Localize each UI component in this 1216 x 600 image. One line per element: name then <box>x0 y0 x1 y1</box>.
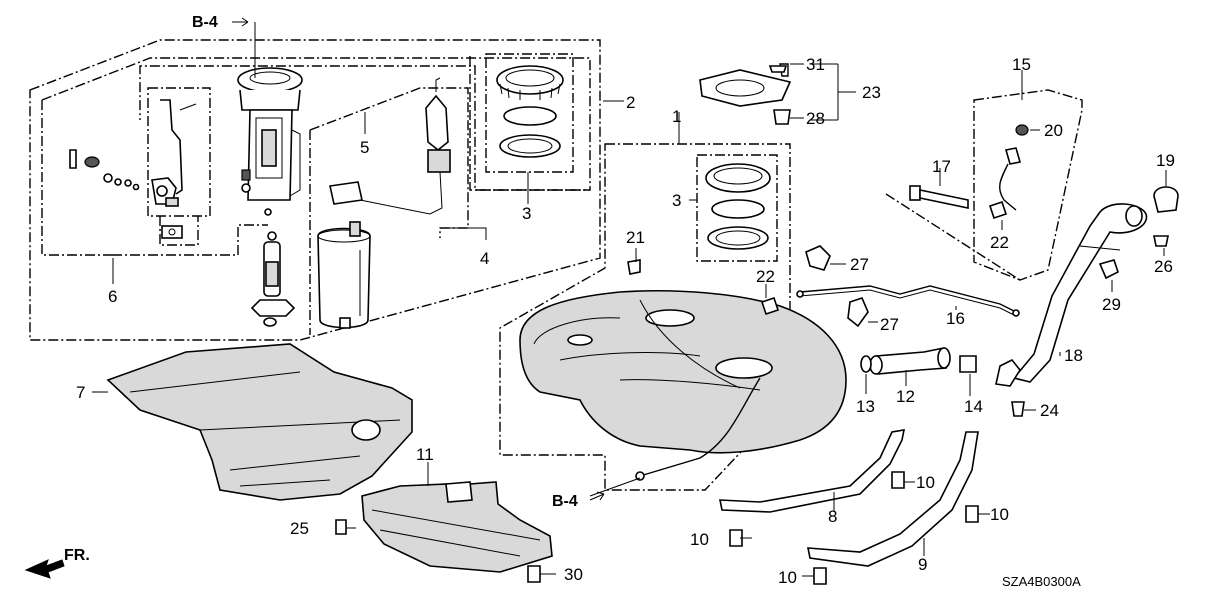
callout-12: 12 <box>896 387 915 406</box>
section-ref-arrow-bottom <box>589 491 605 501</box>
fr-label: FR. <box>64 547 90 564</box>
callout-11: 11 <box>416 445 434 464</box>
callout-31: 31 <box>806 55 825 74</box>
callout-30: 30 <box>564 565 583 584</box>
section-ref-b4-bottom: B-4 <box>552 493 578 510</box>
callout-4: 4 <box>480 249 489 268</box>
callout-27-b: 27 <box>880 315 899 334</box>
diagram-reference-code: SZA4B0300A <box>1002 574 1081 589</box>
callout-27-a: 27 <box>850 255 869 274</box>
tank-straps-group <box>719 429 979 567</box>
callout-13: 13 <box>856 397 875 416</box>
callout-21: 21 <box>626 228 645 247</box>
callout-8: 8 <box>828 507 837 526</box>
callout-26: 26 <box>1154 257 1173 276</box>
callout-2: 2 <box>626 93 635 112</box>
callout-10-d: 10 <box>778 568 797 587</box>
fuel-tank-group <box>499 143 847 491</box>
callout-7: 7 <box>76 383 85 402</box>
callout-28: 28 <box>806 109 825 128</box>
callout-29: 29 <box>1102 295 1121 314</box>
callout-20: 20 <box>1044 121 1063 140</box>
callout-9: 9 <box>918 555 927 574</box>
pump-module-group <box>29 39 601 341</box>
heat-shield-group <box>106 343 413 501</box>
callout-24: 24 <box>1040 401 1059 420</box>
callout-18: 18 <box>1064 346 1083 365</box>
fuel-pipe-group <box>796 185 1021 328</box>
callout-14: 14 <box>964 397 983 416</box>
bolts <box>335 65 979 585</box>
callout-17: 17 <box>932 157 951 176</box>
front-direction-arrow: FR. <box>24 547 90 579</box>
callout-6: 6 <box>108 287 117 306</box>
callout-10-a: 10 <box>916 473 935 492</box>
callout-16: 16 <box>946 309 965 328</box>
callout-22-a: 22 <box>990 233 1009 252</box>
callout-10-c: 10 <box>690 530 709 549</box>
callout-5: 5 <box>360 138 369 157</box>
callout-1: 1 <box>672 107 681 126</box>
leader-lines <box>92 22 1167 577</box>
callout-3-upper: 3 <box>522 204 531 223</box>
callout-15: 15 <box>1012 55 1031 74</box>
callout-25: 25 <box>290 519 309 538</box>
callout-23: 23 <box>862 83 881 102</box>
filler-pipe-group <box>973 86 1179 387</box>
callout-10-b: 10 <box>990 505 1009 524</box>
callout-labels: 1 2 3 3 4 5 6 7 8 9 10 10 10 10 11 12 13… <box>76 55 1175 587</box>
callout-19: 19 <box>1156 151 1175 170</box>
section-ref-arrow-top <box>232 17 249 27</box>
callout-22-b: 22 <box>756 267 775 286</box>
section-ref-b4-top: B-4 <box>192 14 218 31</box>
hose-group <box>860 347 1025 417</box>
callout-3-lower: 3 <box>672 191 681 210</box>
under-cover-group <box>361 481 553 573</box>
